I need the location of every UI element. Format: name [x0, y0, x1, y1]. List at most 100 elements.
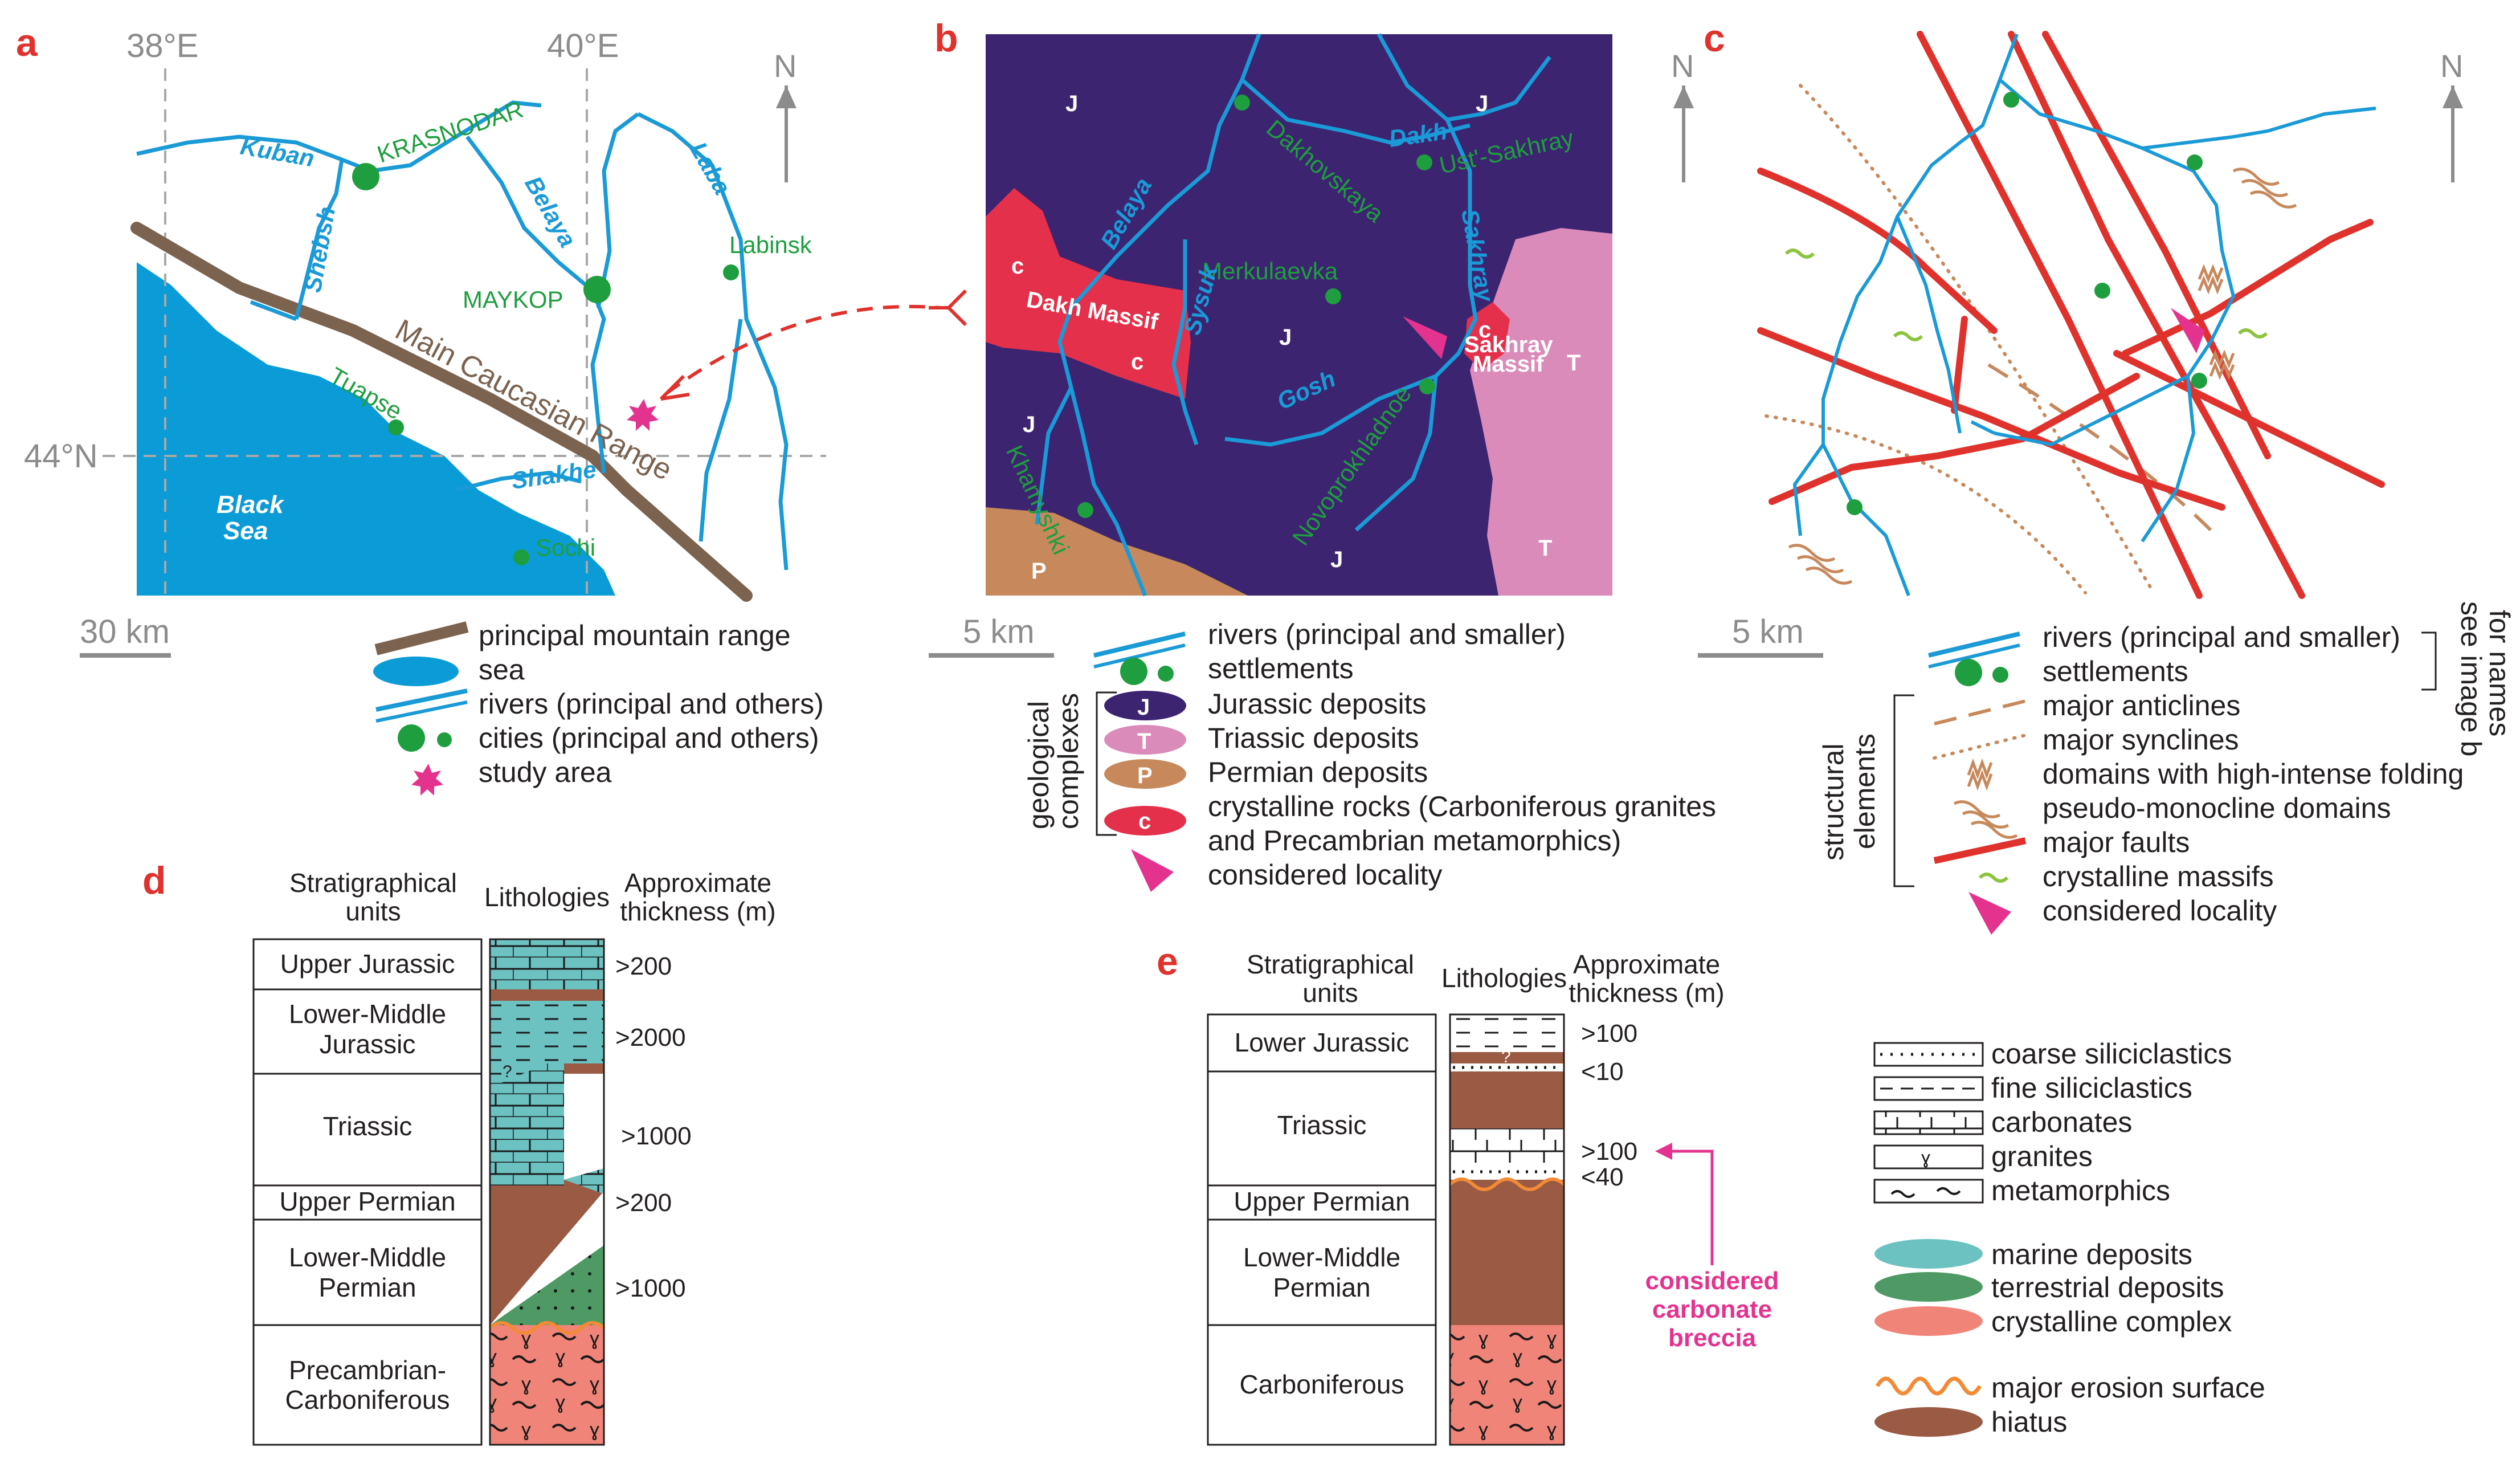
svg-text:rivers (principal and smaller): rivers (principal and smaller) [2043, 621, 2400, 653]
svg-text:Lithologies: Lithologies [1441, 963, 1567, 993]
svg-text:P: P [1137, 763, 1153, 788]
svg-text:Lower-Middle: Lower-Middle [289, 999, 446, 1029]
svg-text:Stratigraphical: Stratigraphical [289, 868, 457, 898]
maykop-dot [583, 276, 611, 303]
tuapse-dot [388, 419, 404, 435]
panel-c-letter: c [1704, 17, 1725, 60]
breccia-label-3: breccia [1668, 1324, 1757, 1352]
svg-text:J: J [1065, 91, 1078, 116]
svg-text:major faults: major faults [2043, 826, 2190, 858]
svg-text:Permian: Permian [318, 1273, 416, 1302]
svg-text:carbonates: carbonates [1991, 1106, 2132, 1138]
svg-text:granites: granites [1991, 1140, 2093, 1172]
panel-e-letter: e [1157, 940, 1178, 983]
legend-b: rivers (principal and smaller) settlemen… [1023, 618, 1716, 892]
krasnodar-dot [352, 163, 379, 190]
svg-text:c: c [1478, 317, 1491, 343]
svg-text:thickness (m): thickness (m) [1569, 978, 1724, 1008]
shebsh-label: Shebsh [299, 205, 341, 295]
panel-e-lithology-column: ? [1448, 1013, 1566, 1446]
svg-text:>100: >100 [1581, 1020, 1637, 1048]
merkulaevka-label: Merkulaevka [1202, 258, 1338, 284]
svg-text:major synclines: major synclines [2043, 724, 2239, 756]
svg-text:hiatus: hiatus [1991, 1406, 2067, 1438]
panel-b: b Dakhovskaya Ust'-Sakhray Merkulaevka N… [929, 17, 1716, 892]
svg-text:crystalline rocks (Carbonifero: crystalline rocks (Carboniferous granite… [1208, 790, 1716, 822]
svg-text:and Precambrian metamorphics): and Precambrian metamorphics) [1208, 825, 1621, 857]
svg-text:pseudo-monocline domains: pseudo-monocline domains [2043, 792, 2391, 824]
svg-text:Permian deposits: Permian deposits [1208, 756, 1428, 788]
panel-e-thickness: >100 <10 >100 <40 [1581, 1020, 1637, 1191]
sea-label-2: Sea [223, 517, 268, 545]
svg-text:?: ? [503, 1062, 512, 1081]
study-area-star [627, 399, 659, 431]
panel-b-unit-letters: J J J J J T T P c c c [1011, 91, 1580, 584]
svg-text:>200: >200 [615, 952, 672, 980]
svg-text:see image b: see image b [2455, 601, 2487, 756]
panel-d-lithology-column: ? [488, 938, 606, 1446]
svg-text:cities (principal and others): cities (principal and others) [479, 722, 819, 754]
labinsk-dot [723, 264, 739, 280]
svg-text:c: c [1131, 349, 1143, 374]
considered-locality-b [1403, 316, 1447, 359]
svg-text:Jurassic deposits: Jurassic deposits [1208, 688, 1427, 720]
svg-text:>100: >100 [1581, 1138, 1637, 1165]
svg-text:considered locality: considered locality [1208, 859, 1442, 891]
scale-c-label: 5 km [1732, 613, 1804, 650]
panel-c-massifs [1784, 248, 2268, 341]
svg-text:Lithologies: Lithologies [484, 882, 610, 912]
panel-a: a 38°E 40°E 44°N KRASNODAR MAYKOP L [16, 21, 967, 796]
svg-text:Triassic: Triassic [1277, 1110, 1367, 1140]
svg-text:rivers (principal and smaller): rivers (principal and smaller) [1208, 618, 1566, 650]
svg-text:<40: <40 [1581, 1163, 1624, 1191]
svg-text:J: J [1137, 695, 1150, 720]
kuban-label: Kuban [238, 133, 316, 172]
svg-text:rivers (principal and others): rivers (principal and others) [479, 688, 824, 720]
svg-text:Upper Permian: Upper Permian [279, 1187, 455, 1216]
lithology-legend: coarse siliciclastics fine siliciclastic… [1873, 1038, 2265, 1438]
synclines [1765, 84, 2155, 594]
svg-text:>1000: >1000 [621, 1122, 692, 1150]
panel-b-letter: b [934, 17, 958, 60]
panel-e-unit-labels: Lower Jurassic Triassic Upper Permian Lo… [1234, 1028, 1410, 1399]
panel-d-letter: d [142, 859, 166, 902]
svg-text:P: P [1031, 559, 1047, 584]
panel-d-unit-labels: Upper Jurassic Lower-Middle Jurassic Tri… [279, 949, 455, 1415]
panel-e-unit-boxes [1207, 1013, 1437, 1446]
panel-d-unit-boxes [252, 938, 483, 1446]
labinsk-label: Labinsk [729, 231, 812, 258]
panel-e: e Stratigraphical units Lithologies Appr… [1157, 940, 1779, 1446]
svg-text:principal mountain range: principal mountain range [479, 620, 791, 651]
svg-text:crystalline complex: crystalline complex [1991, 1306, 2232, 1338]
svg-text:fine siliciclastics: fine siliciclastics [1991, 1072, 2192, 1104]
svg-text:T: T [1137, 729, 1151, 754]
svg-text:elements: elements [1849, 733, 1881, 849]
sochi-label: Sochi [536, 534, 595, 561]
svg-text:Triassic deposits: Triassic deposits [1208, 722, 1419, 754]
svg-text:Lower-Middle: Lower-Middle [1243, 1242, 1400, 1272]
laba-label: Laba [685, 137, 736, 199]
breccia-arrow [1664, 1150, 1714, 1265]
svg-text:>200: >200 [615, 1189, 672, 1217]
svg-text:units: units [345, 896, 401, 926]
panel-a-letter: a [16, 21, 38, 64]
svg-text:Carboniferous: Carboniferous [1240, 1370, 1404, 1399]
svg-text:Upper Permian: Upper Permian [1234, 1187, 1410, 1216]
svg-text:Upper Jurassic: Upper Jurassic [280, 949, 455, 979]
permian-area [986, 507, 1248, 596]
svg-text:Lower Jurassic: Lower Jurassic [1235, 1028, 1410, 1057]
svg-text:ɣ: ɣ [1921, 1147, 1930, 1168]
dakh-massif [986, 188, 1191, 399]
sochi-dot [513, 549, 529, 565]
svg-text:thickness (m): thickness (m) [620, 896, 775, 926]
panel-c-settlements [1847, 92, 2207, 515]
scale-a-label: 30 km [80, 613, 170, 650]
breccia-label-1: considered [1645, 1267, 1779, 1295]
sea-label-1: Black [217, 491, 285, 519]
panel-c-rivers [1792, 33, 2376, 597]
high-folding-domains [2198, 264, 2235, 380]
pseudo-monocline-domains [1788, 168, 2297, 585]
svg-text:Precambrian-: Precambrian- [289, 1355, 446, 1385]
svg-text:marine deposits: marine deposits [1991, 1238, 2192, 1270]
